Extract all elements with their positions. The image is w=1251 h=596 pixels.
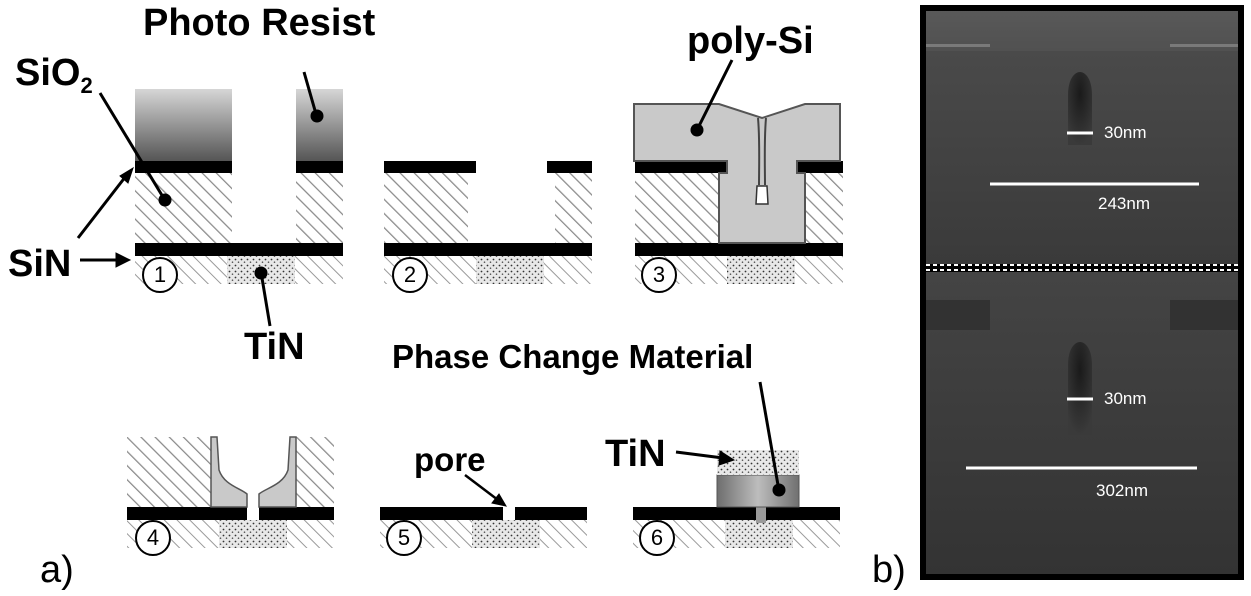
poly-si-fill [633,103,841,244]
photoresist-right [296,89,343,161]
poly-si-label: poly-Si [687,20,814,62]
sio2-left [135,173,232,243]
step-number-5: 5 [386,520,422,556]
sio2-subscript: 2 [80,73,93,98]
tin-top-electrode [717,450,799,475]
spacer-left [210,436,248,508]
panel-b-label: b) [872,549,906,591]
sio2-label: SiO2 [15,54,93,97]
step-number-3: 3 [641,257,677,293]
step-1-structure [135,89,343,284]
pcm-plug [756,505,766,523]
sin-top-left [135,161,232,173]
phase-change-material-label: Phase Change Material [392,338,754,375]
sem-bottom-width-label: 30nm [1104,389,1147,408]
sin-bottom-layer [135,243,343,256]
photo-resist-label: Photo Resist [143,2,376,44]
step-3-structure [633,103,843,284]
sin-top-right [296,161,343,173]
photoresist-left [135,89,232,161]
tin-top-label: TiN [605,433,666,475]
pore-slot-top [1068,72,1092,145]
sio2-main-text: SiO [15,52,81,94]
sin-label: SiN [8,243,72,285]
phase-change-layer [716,474,800,508]
tin-bottom-label: TiN [244,326,305,368]
keyhole-void [755,185,769,205]
sem-top-span-label: 243nm [1098,194,1150,213]
step-number-4: 4 [135,520,171,556]
sem-top-width-label: 30nm [1104,123,1147,142]
pore-slot-bottom [1068,342,1092,435]
step-number-2: 2 [392,257,428,293]
pore-label: pore [414,441,486,478]
panel-a-label: a) [40,549,74,591]
step-number-6: 6 [639,520,675,556]
step-number-1: 1 [142,257,178,293]
leader-lines [76,59,786,507]
sem-bottom-span-label: 302nm [1096,481,1148,500]
spacer-right [258,436,297,508]
sio2-right [296,173,343,243]
sem-image-panel [920,5,1244,580]
